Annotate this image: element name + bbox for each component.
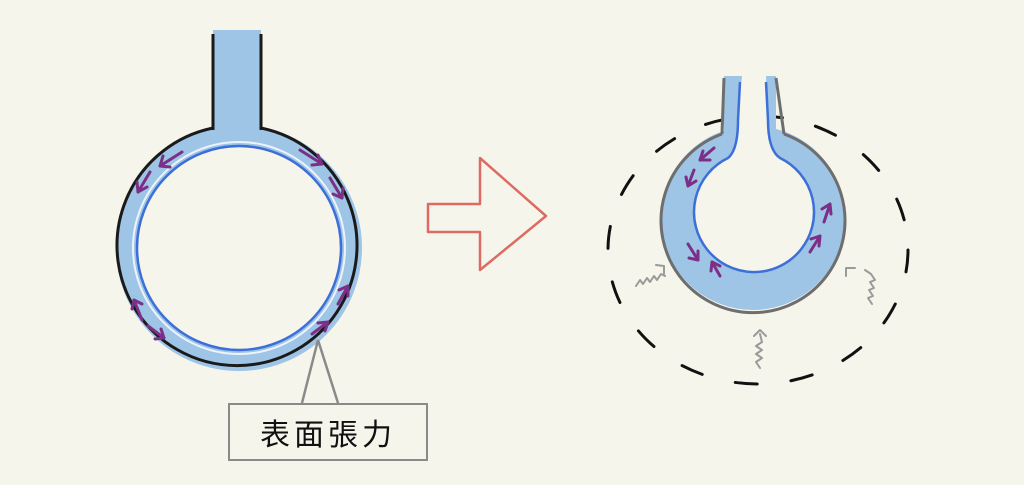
right-tube-wall-right [774,77,786,135]
curved-arrow-icon [684,168,698,188]
left-inner-wall [135,144,343,352]
left-outer-wall [115,126,359,368]
right-tension-arrows [684,146,833,278]
curved-arrow-icon [298,148,324,167]
curved-arrow-icon [135,170,152,194]
left-tension-arrows [130,148,350,341]
curved-arrow-icon [336,284,350,306]
curved-arrow-icon [698,146,716,162]
left-bubble [115,30,362,404]
curved-arrow-icon [310,320,330,336]
surface-tension-label: 表面張力 [260,418,396,453]
squiggle-arrow-icon [845,267,876,305]
curved-arrow-icon [820,202,833,224]
curved-arrow-icon [146,324,166,341]
pressure-marks [635,264,876,369]
right-arrow-icon [426,156,548,272]
right-outer-wall [659,132,847,315]
label-pointer [300,339,340,404]
right-bubble [606,76,910,386]
curved-arrow-icon [328,176,345,200]
right-tube-wall-left [720,77,726,135]
curved-arrow-icon [686,242,700,262]
curved-arrow-icon [158,150,184,169]
curved-arrow-icon [808,234,822,254]
left-inner-highlight [132,141,346,355]
left-tube-liquid [213,30,261,140]
squiggle-arrow-icon [635,264,666,287]
surface-tension-label-box: 表面張力 [228,403,428,461]
dashed-boundary [606,114,910,386]
curved-arrow-icon [130,298,144,322]
curved-arrow-icon [709,260,722,278]
right-inner-wall [692,81,816,274]
squiggle-arrow-icon [753,329,767,369]
